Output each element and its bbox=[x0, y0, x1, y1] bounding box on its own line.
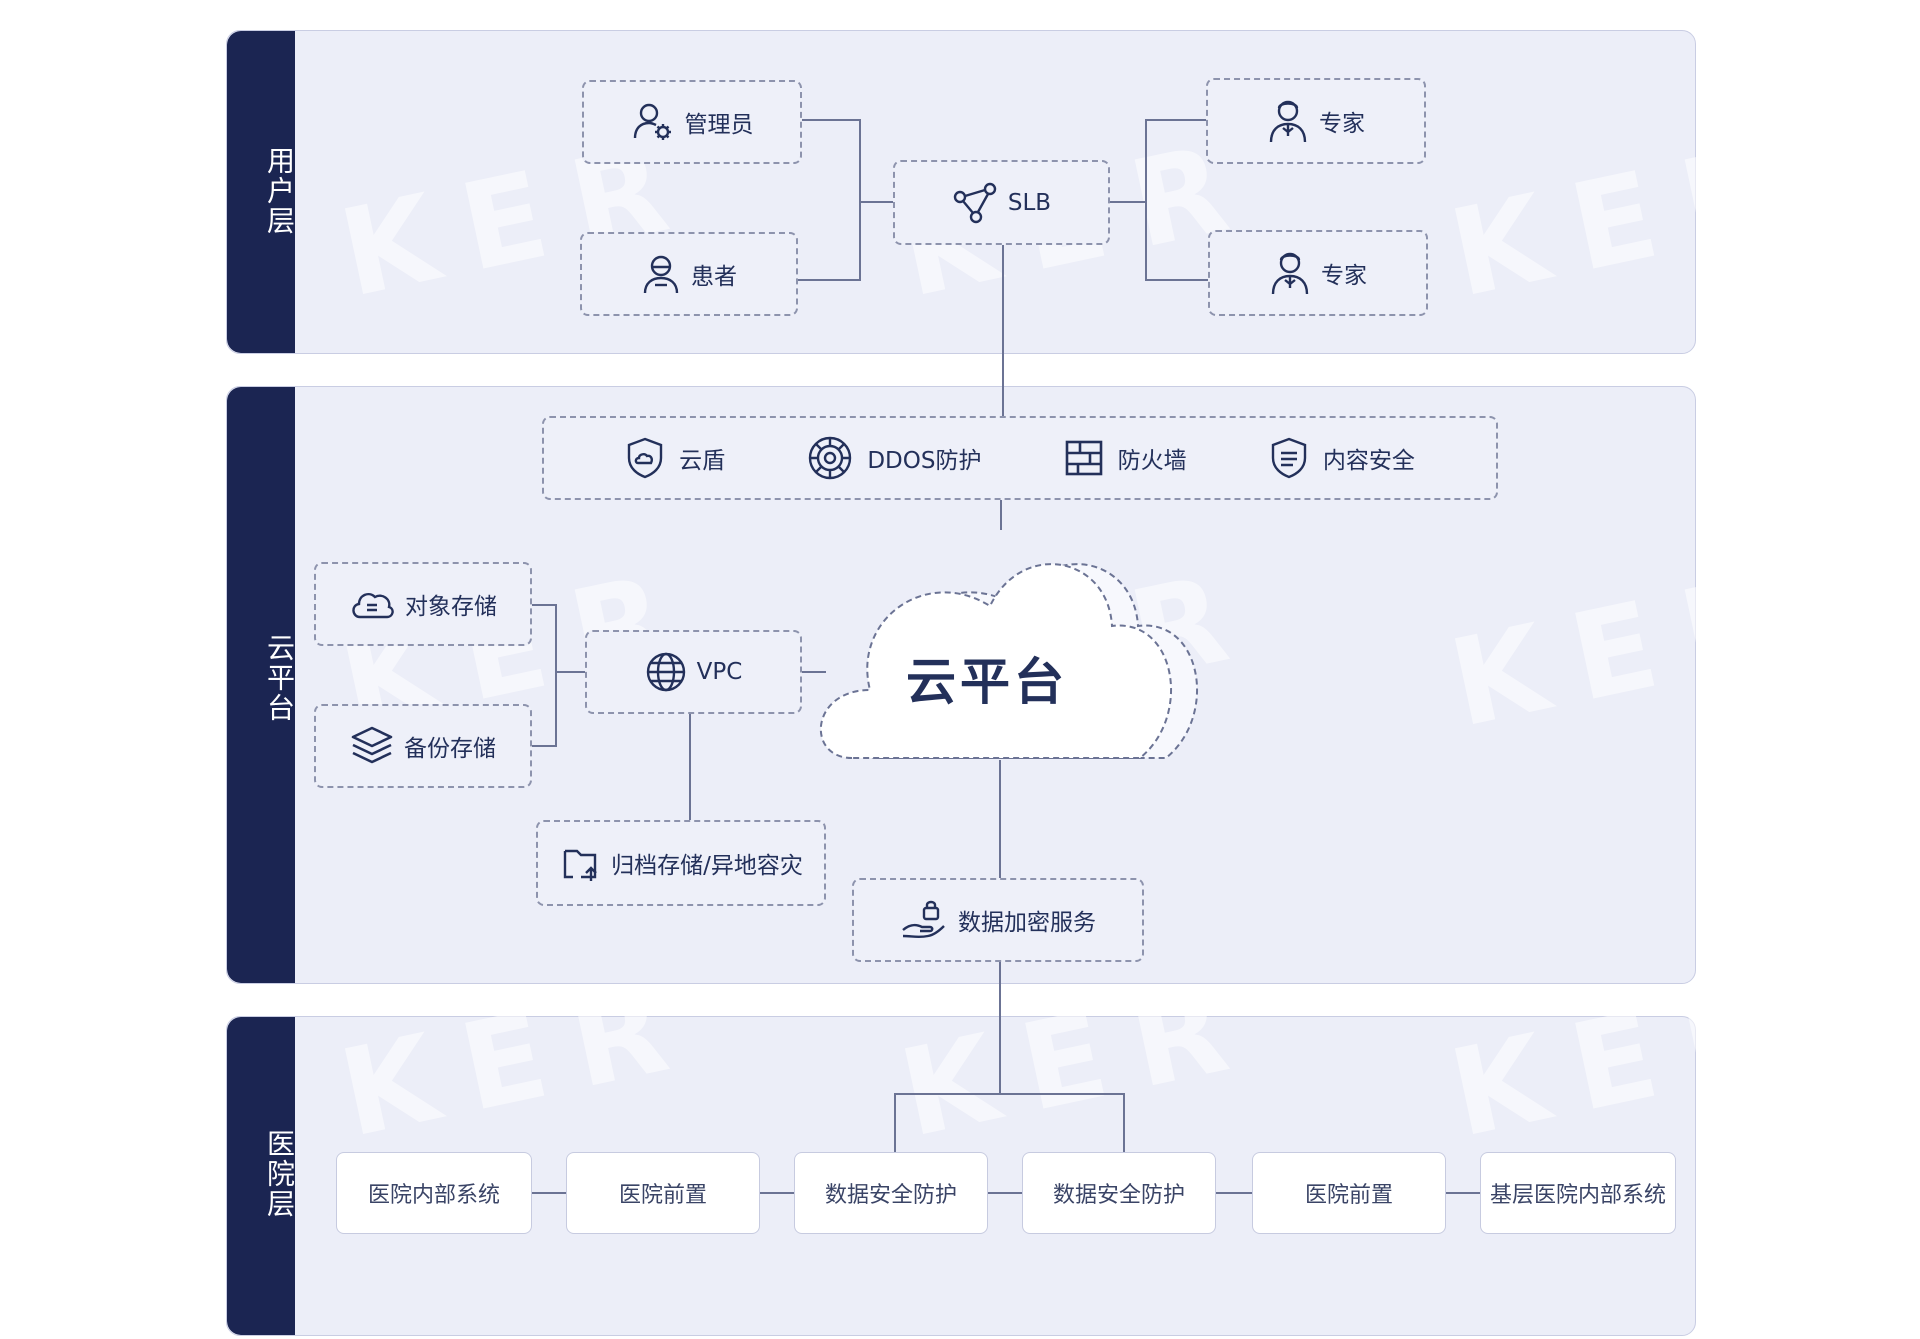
hospital-node-2[interactable]: 医院前置 bbox=[566, 1152, 760, 1234]
security-item-content[interactable]: 内容安全 bbox=[1269, 436, 1415, 480]
expert-label-2: 专家 bbox=[1321, 263, 1367, 289]
expert-node-2[interactable]: 专家 bbox=[1208, 230, 1428, 316]
ddos-gear-icon bbox=[809, 436, 852, 480]
archive-label: 归档存储/异地容灾 bbox=[611, 853, 803, 879]
encryption-label: 数据加密服务 bbox=[958, 910, 1096, 936]
object-storage-label: 对象存储 bbox=[405, 594, 497, 620]
security-label-ddos: DDOS防护 bbox=[867, 448, 982, 474]
security-label-content: 内容安全 bbox=[1322, 448, 1415, 474]
cloud-layer-bar bbox=[227, 387, 295, 983]
network-share-icon bbox=[953, 182, 997, 223]
backup-storage-label: 备份存储 bbox=[404, 736, 496, 762]
user-layer-bar bbox=[227, 31, 295, 353]
hospital-node-5[interactable]: 医院前置 bbox=[1252, 1152, 1446, 1234]
hospital-node-1[interactable]: 医院内部系统 bbox=[336, 1152, 532, 1234]
security-label-firewall: 防火墙 bbox=[1117, 448, 1187, 474]
security-bar: 云盾 DDOS防护 防火墙 内容安全 bbox=[542, 416, 1498, 500]
patient-label: 患者 bbox=[691, 264, 737, 290]
security-item-firewall[interactable]: 防火墙 bbox=[1064, 439, 1187, 477]
vpc-node[interactable]: VPC bbox=[585, 630, 802, 714]
hospital-layer-label: 医院层 bbox=[263, 1129, 296, 1219]
cloud-storage-icon bbox=[352, 593, 394, 619]
admin-gear-user-icon bbox=[633, 103, 671, 140]
slb-node[interactable]: SLB bbox=[893, 160, 1110, 245]
expert-label-1: 专家 bbox=[1319, 111, 1365, 137]
patient-node[interactable]: 患者 bbox=[580, 232, 798, 316]
content-shield-icon bbox=[1271, 437, 1307, 479]
layers-stack-icon bbox=[351, 726, 393, 764]
security-item-yundun[interactable]: 云盾 bbox=[625, 436, 725, 480]
expert-icon bbox=[1271, 252, 1309, 295]
hospital-node-6[interactable]: 基层医院内部系统 bbox=[1480, 1152, 1676, 1234]
archive-upload-icon bbox=[563, 849, 597, 881]
expert-node-1[interactable]: 专家 bbox=[1206, 78, 1426, 164]
security-item-ddos[interactable]: DDOS防护 bbox=[807, 435, 981, 481]
globe-icon bbox=[646, 652, 685, 692]
vpc-label: VPC bbox=[696, 659, 743, 685]
hospital-node-3[interactable]: 数据安全防护 bbox=[794, 1152, 988, 1234]
backup-storage-node[interactable]: 备份存储 bbox=[314, 704, 532, 788]
admin-node[interactable]: 管理员 bbox=[582, 80, 802, 164]
slb-label: SLB bbox=[1007, 189, 1052, 216]
hand-lock-icon bbox=[902, 900, 945, 939]
cloud-layer-label: 云平台 bbox=[263, 633, 296, 723]
expert-icon bbox=[1269, 100, 1307, 143]
hospital-node-4[interactable]: 数据安全防护 bbox=[1022, 1152, 1216, 1234]
user-layer-label: 用户层 bbox=[263, 146, 296, 236]
hospital-layer-bar bbox=[227, 1017, 295, 1335]
archive-node[interactable]: 归档存储/异地容灾 bbox=[536, 820, 826, 906]
cloud-platform-title: 云平台 bbox=[906, 653, 1068, 711]
firewall-brick-icon bbox=[1065, 440, 1102, 476]
encryption-node[interactable]: 数据加密服务 bbox=[852, 878, 1144, 962]
object-storage-node[interactable]: 对象存储 bbox=[314, 562, 532, 646]
patient-icon bbox=[643, 255, 679, 294]
security-label-yundun: 云盾 bbox=[679, 448, 726, 474]
admin-label: 管理员 bbox=[684, 112, 754, 138]
cloud-shield-icon bbox=[627, 437, 663, 479]
